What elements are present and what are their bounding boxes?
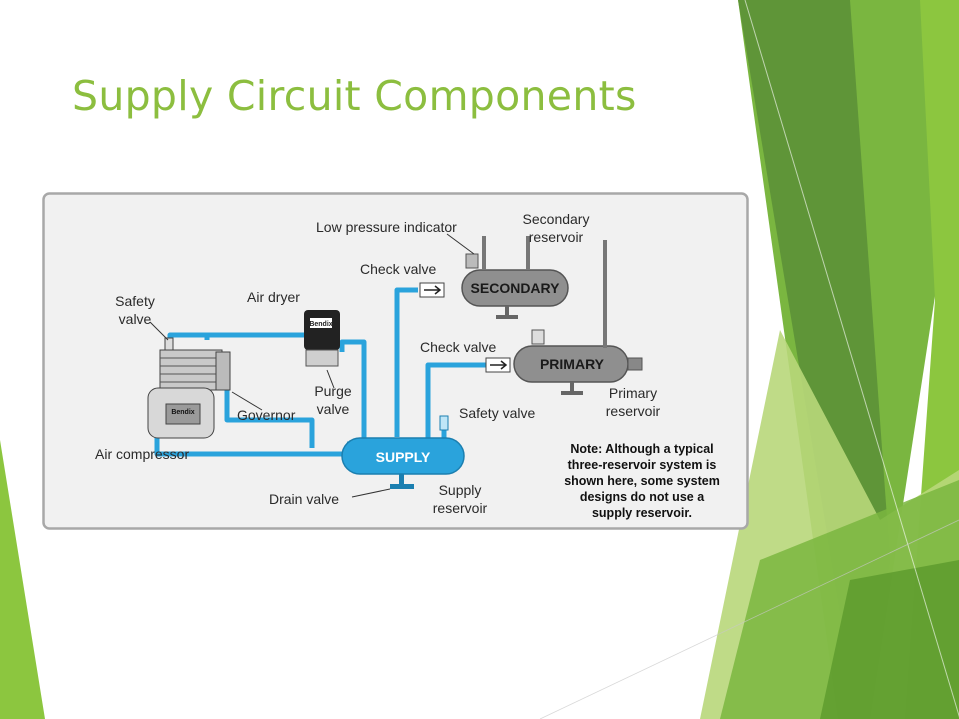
note-line-4: designs do not use a [580, 490, 705, 504]
line-supply-to-secondary [394, 287, 418, 437]
primary-tank: PRIMARY [513, 240, 643, 395]
primary-drain-base [561, 391, 583, 395]
compressor-badge [165, 403, 201, 425]
secondary-tank-body [461, 269, 569, 307]
label-purge-valve-1: Purge [314, 383, 352, 399]
leader-purge [326, 369, 335, 389]
air-dryer-badge [310, 318, 332, 328]
slide-title: Supply Circuit Components [72, 72, 637, 120]
compressor-cylinder [159, 349, 223, 391]
secondary-pipe-2 [526, 236, 530, 270]
secondary-tank: SECONDARY [461, 236, 569, 319]
label-air-dryer: Air dryer [247, 289, 300, 305]
label-purge-valve-2: valve [317, 401, 350, 417]
note-block: Note: Although a typical three-reservoir… [564, 442, 720, 520]
air-dryer-brand: Bendix [309, 321, 332, 328]
air-dryer-base [305, 349, 339, 367]
supply-tank-label: SUPPLY [376, 449, 431, 465]
label-check-valve-mid: Check valve [420, 339, 496, 355]
primary-tank-label: PRIMARY [540, 356, 605, 372]
label-supply-reservoir-2: reservoir [433, 500, 488, 516]
air-compressor: Bendix [147, 337, 231, 439]
supply-circuit-diagram: SECONDARY PRIMARY SUPPLY [42, 192, 749, 530]
label-secondary-reservoir-1: Secondary [523, 211, 590, 227]
primary-safety-unit [531, 329, 545, 345]
line-governor [224, 372, 315, 448]
primary-drain [570, 382, 574, 392]
label-air-compressor: Air compressor [95, 446, 189, 462]
label-drain-valve: Drain valve [269, 491, 339, 507]
supply-safety-valve [439, 415, 449, 431]
facet-left [0, 440, 45, 719]
secondary-tank-label: SECONDARY [471, 280, 561, 296]
note-line-2: three-reservoir system is [568, 458, 717, 472]
label-safety-valve-right: Safety valve [459, 405, 535, 421]
label-low-pressure-indicator: Low pressure indicator [316, 219, 457, 235]
label-primary-reservoir-2: reservoir [606, 403, 661, 419]
primary-pipe [603, 240, 607, 348]
label-secondary-reservoir-2: reservoir [529, 229, 584, 245]
leader-low-pressure [446, 233, 475, 255]
leader-governor [231, 391, 263, 411]
note-line-1: Note: Although a typical [570, 442, 713, 456]
supply-tank: SUPPLY [341, 415, 465, 489]
supply-drain [399, 474, 404, 484]
primary-end-fitting [627, 357, 643, 371]
low-pressure-indicator-unit [465, 253, 479, 269]
label-check-valve-top: Check valve [360, 261, 436, 277]
facet-line [744, 0, 959, 718]
air-dryer: Bendix [304, 310, 340, 367]
label-primary-reservoir-1: Primary [609, 385, 657, 401]
check-valve-top-arrow-icon [424, 285, 442, 295]
label-supply-reservoir-1: Supply [439, 482, 482, 498]
leader-safety [149, 321, 169, 341]
secondary-drain-base [496, 315, 518, 319]
supply-drain-base [390, 484, 414, 489]
secondary-drain [505, 306, 509, 316]
governor-unit [215, 351, 231, 391]
check-valve-mid-arrow-icon [490, 360, 508, 370]
label-safety-valve-left-2: valve [119, 311, 152, 327]
facet-line-2 [539, 519, 959, 719]
line-supply-to-primary [425, 362, 486, 450]
secondary-pipe-1 [482, 236, 486, 270]
note-line-3: shown here, some system [564, 474, 720, 488]
label-safety-valve-left-1: Safety [115, 293, 155, 309]
note-line-5: supply reservoir. [592, 506, 692, 520]
compressor-safety-valve [164, 337, 174, 351]
air-dryer-canister [304, 310, 340, 350]
compressor-brand: Bendix [171, 409, 194, 416]
label-governor: Governor [237, 407, 296, 423]
leader-lines [149, 233, 475, 498]
leader-drain [351, 488, 391, 498]
